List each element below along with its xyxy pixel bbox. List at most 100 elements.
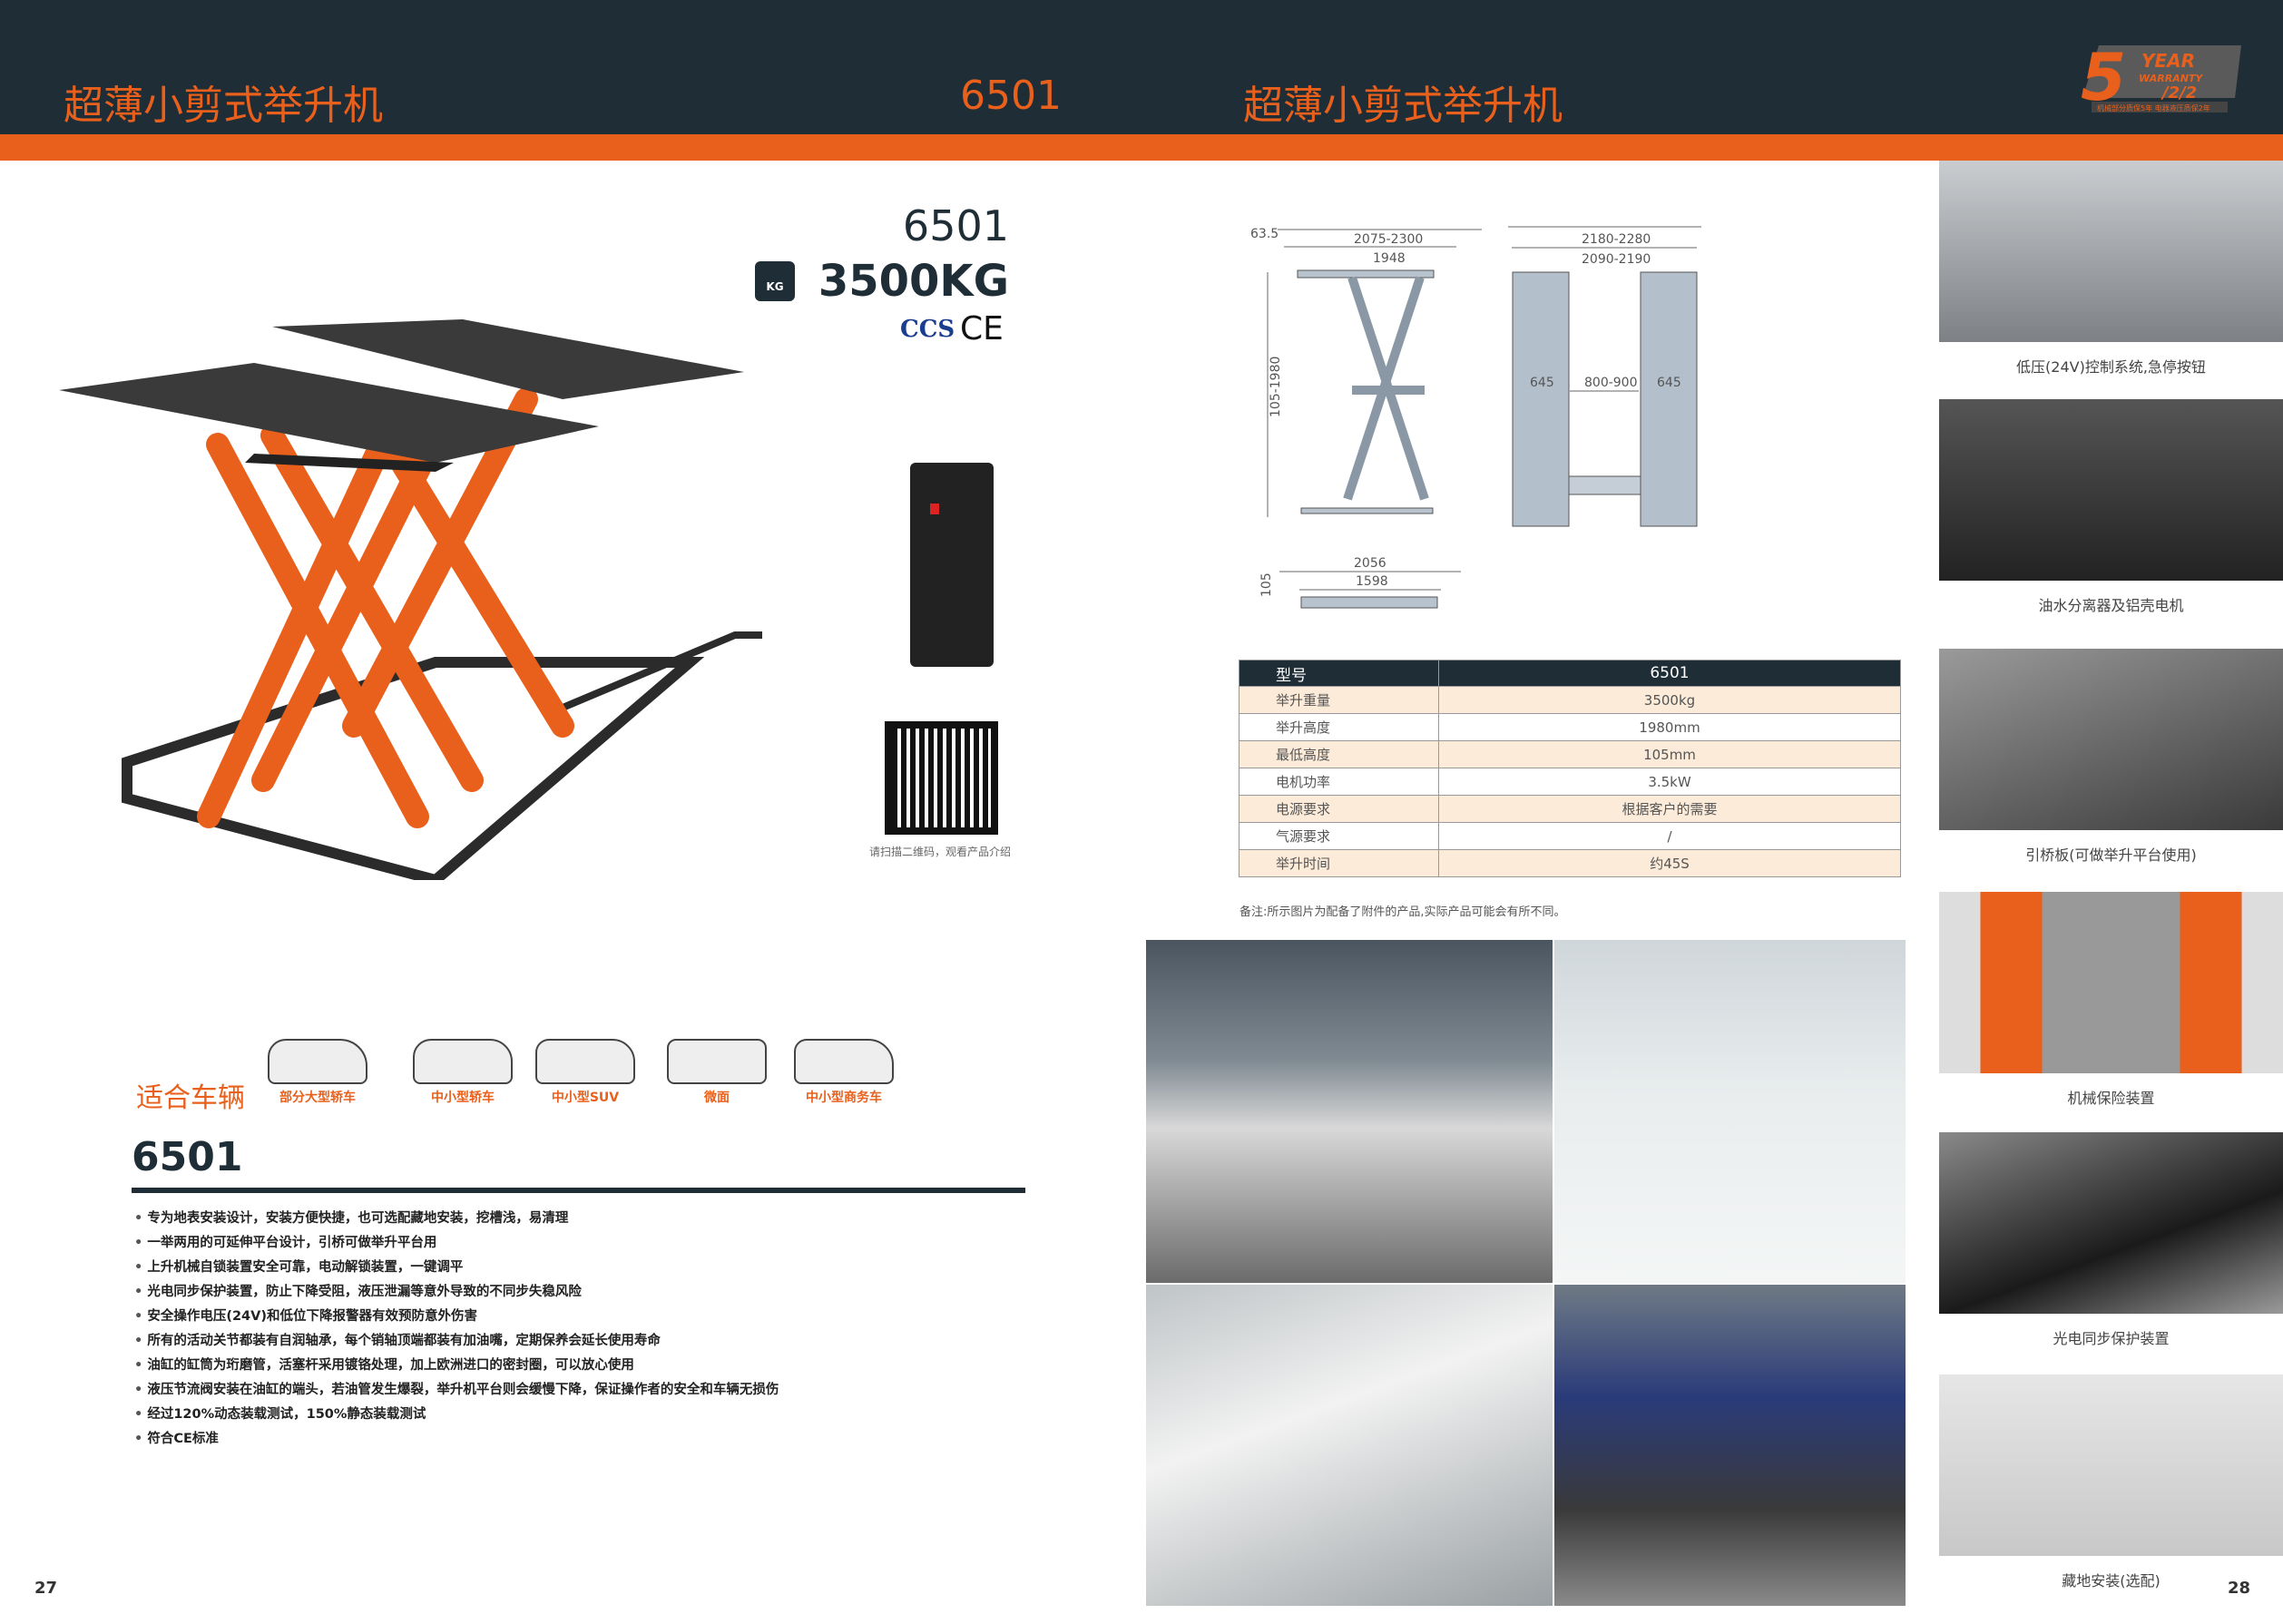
capacity-label: 3500KG	[818, 256, 1009, 307]
feature-panel-motor: 油水分离器及铝壳电机	[1939, 399, 2283, 615]
ccs-cert-logo: CCS	[900, 316, 955, 343]
scissor-lift-illustration	[54, 308, 871, 886]
photo-porsche-on-lift	[1146, 940, 1553, 1283]
vehicle-minivan: 微面	[667, 1039, 767, 1106]
feature-item: 所有的活动关节都装有自润轴承，每个销轴顶端都装有加油嘴，定期保养会延长使用寿命	[134, 1329, 779, 1354]
table-row: 举升时间约45S	[1239, 849, 1901, 877]
vehicle-label: 中小型商务车	[806, 1091, 882, 1105]
feature-caption: 引桥板(可做举升平台使用)	[2025, 846, 2197, 864]
vehicle-label: 微面	[704, 1091, 730, 1105]
table-cell: 举升重量	[1239, 686, 1439, 714]
feature-caption: 机械保险装置	[2067, 1090, 2155, 1107]
feature-item: 上升机械自锁装置安全可靠，电动解锁装置，一键调平	[134, 1256, 779, 1280]
control-box	[910, 463, 994, 667]
feature-item: 经过120%动态装载测试，150%静态装载测试	[134, 1403, 779, 1427]
table-header-cell: 6501	[1438, 660, 1901, 687]
dim-low-height: 105	[1259, 572, 1274, 597]
feature-caption: 光电同步保护装置	[2053, 1330, 2170, 1347]
qr-code[interactable]	[885, 721, 998, 835]
vehicle-mpv: 中小型商务车	[794, 1039, 894, 1106]
header-accent-band	[0, 134, 2283, 161]
page-number-right: 28	[2228, 1579, 2251, 1598]
right-title: 超薄小剪式举升机	[1243, 83, 1563, 129]
photo-white-suv	[1146, 1285, 1553, 1606]
dim-side-platform: 1948	[1373, 251, 1406, 266]
table-cell: 电机功率	[1239, 768, 1439, 796]
feature-photo	[1939, 161, 2283, 342]
car-icon	[535, 1039, 635, 1084]
vehicle-large-sedan: 部分大型轿车	[268, 1039, 367, 1106]
feature-panel-photoelectric: 光电同步保护装置	[1939, 1132, 2283, 1348]
model-title: 6501	[960, 73, 1062, 119]
feature-item: 光电同步保护装置，防止下降受阻，液压泄漏等意外导致的不同步失稳风险	[134, 1280, 779, 1305]
warranty-terms: /2/2	[2161, 83, 2197, 103]
vehicle-suv: 中小型SUV	[535, 1039, 635, 1106]
car-icon	[268, 1039, 367, 1084]
warranty-sub: 机械部分质保5年 电器液压质保2年	[2097, 103, 2210, 113]
car-icon	[794, 1039, 894, 1084]
feature-panel-control: 低压(24V)控制系统,急停按钮	[1939, 161, 2283, 377]
warranty-logo: 5 YEAR WARRANTY /2/2 机械部分质保5年 电器液压质保2年	[2073, 39, 2241, 116]
car-icon	[667, 1039, 767, 1084]
table-row: 电源要求根据客户的需要	[1239, 795, 1901, 823]
table-cell: 最低高度	[1239, 740, 1439, 768]
feature-item: 专为地表安装设计，安装方便快捷，也可选配藏地安装，挖槽浅，易清理	[134, 1207, 779, 1231]
car-icon	[413, 1039, 513, 1084]
table-header-cell: 型号	[1239, 660, 1439, 687]
vehicle-label: 中小型SUV	[551, 1091, 620, 1105]
vehicle-label: 中小型轿车	[431, 1091, 495, 1105]
left-title: 超薄小剪式举升机	[64, 83, 383, 129]
photo-blue-car-on-lift	[1554, 1285, 1906, 1606]
section-divider	[132, 1188, 1025, 1193]
table-cell: 举升时间	[1239, 849, 1439, 877]
warranty-word: WARRANTY	[2139, 73, 2203, 84]
dim-top-gap: 800-900	[1584, 376, 1638, 390]
feature-photo	[1939, 1375, 2283, 1556]
feature-panel-flush-mount: 藏地安装(选配)	[1939, 1375, 2283, 1590]
dim-low-platform: 1598	[1356, 574, 1388, 589]
feature-panel-safety-lock: 机械保险装置	[1939, 892, 2283, 1108]
feature-item: 油缸的缸筒为珩磨管，活塞杆采用镀铬处理，加上欧洲进口的密封圈，可以放心使用	[134, 1354, 779, 1378]
photo-workshop-floor	[1554, 940, 1906, 1283]
dim-low-total: 2056	[1354, 556, 1386, 571]
dim-offset: 63.5	[1250, 227, 1279, 241]
feature-caption: 藏地安装(选配)	[2062, 1572, 2161, 1590]
model-label: 6501	[902, 201, 1009, 250]
emergency-stop-icon	[930, 504, 939, 514]
table-cell: 3.5kW	[1438, 768, 1901, 796]
table-cell: 电源要求	[1239, 795, 1439, 823]
page-number-left: 27	[34, 1579, 58, 1598]
table-cell: 约45S	[1438, 849, 1901, 877]
dim-side-total: 2075-2300	[1354, 232, 1423, 247]
feature-photo	[1939, 1132, 2283, 1314]
dim-side-height: 105-1980	[1269, 357, 1283, 417]
feature-item: 安全操作电压(24V)和低位下降报警器有效预防意外伤害	[134, 1305, 779, 1329]
feature-caption: 油水分离器及铝壳电机	[2038, 597, 2184, 614]
vehicles-title: 适合车辆	[136, 1082, 245, 1114]
table-cell: 105mm	[1438, 740, 1901, 768]
table-note: 备注:所示图片为配备了附件的产品,实际产品可能会有所不同。	[1239, 905, 1566, 919]
feature-list: 专为地表安装设计，安装方便快捷，也可选配藏地安装，挖槽浅，易清理 一举两用的可延…	[134, 1207, 779, 1452]
vehicle-small-sedan: 中小型轿车	[413, 1039, 513, 1106]
table-cell: 3500kg	[1438, 686, 1901, 714]
table-cell: 1980mm	[1438, 713, 1901, 741]
technical-drawing: 63.5 2075-2300 1948 105-1980 2180-2280 2…	[1243, 209, 1896, 626]
ce-cert-logo: CE	[960, 310, 1004, 347]
warranty-year: YEAR	[2141, 50, 2195, 72]
vehicle-label: 部分大型轿车	[279, 1091, 356, 1105]
dim-top-left: 645	[1530, 376, 1554, 390]
feature-item: 液压节流阀安装在油缸的端头，若油管发生爆裂，举升机平台则会缓慢下降，保证操作者的…	[134, 1378, 779, 1403]
feature-panel-ramp: 引桥板(可做举升平台使用)	[1939, 649, 2283, 865]
qr-caption: 请扫描二维码，观看产品介绍	[869, 846, 1012, 858]
table-row: 气源要求/	[1239, 822, 1901, 850]
feature-item: 一举两用的可延伸平台设计，引桥可做举升平台用	[134, 1231, 779, 1256]
feature-photo	[1939, 892, 2283, 1073]
dim-top-right: 645	[1657, 376, 1681, 390]
feature-photo	[1939, 399, 2283, 581]
